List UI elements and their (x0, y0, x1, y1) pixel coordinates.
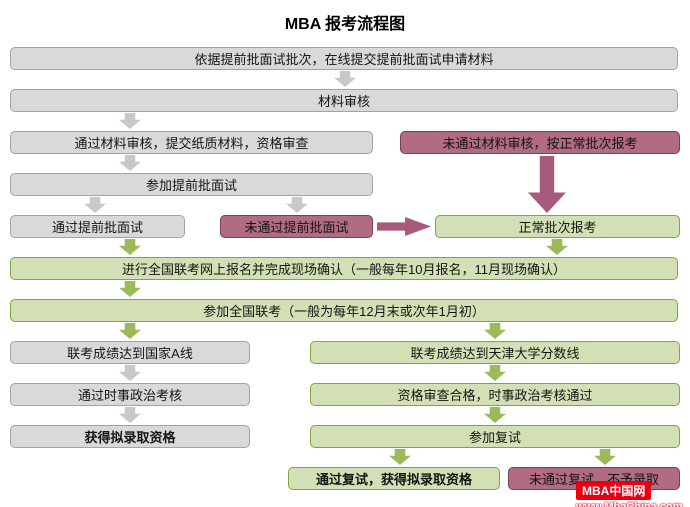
arrow-down-icon (119, 281, 141, 297)
node-fail-material-review: 未通过材料审核，按正常批次报考 (400, 131, 680, 154)
arrow-down-icon (484, 323, 506, 339)
node-normal-batch: 正常批次报考 (435, 215, 680, 238)
arrow-down-icon (119, 113, 141, 129)
arrow-down-icon (84, 197, 106, 213)
node-retest: 参加复试 (310, 425, 680, 448)
arrow-down-icon (334, 71, 356, 87)
node-pass-material-review: 通过材料审核，提交纸质材料，资格审查 (10, 131, 373, 154)
node-score-tianjin: 联考成绩达到天津大学分数线 (310, 341, 680, 364)
node-score-national-a: 联考成绩达到国家A线 (10, 341, 250, 364)
node-pass-retest: 通过复试，获得拟录取资格 (288, 467, 500, 490)
arrow-down-icon (119, 239, 141, 255)
node-qualification-politics-pass: 资格审查合格，时事政治考核通过 (310, 383, 680, 406)
node-material-review: 材料审核 (10, 89, 678, 112)
node-national-exam: 参加全国联考（一般为每年12月末或次年1月初） (10, 299, 678, 322)
node-online-registration: 进行全国联考网上报名并完成现场确认（一般每年10月报名，11月现场确认） (10, 257, 678, 280)
arrow-down-icon (484, 365, 506, 381)
arrow-down-icon (594, 449, 616, 465)
node-fail-early-interview: 未通过提前批面试 (220, 215, 373, 238)
arrow-down-icon (546, 239, 568, 255)
arrow-down-icon (119, 365, 141, 381)
page-title: MBA 报考流程图 (284, 16, 406, 33)
arrow-down-icon (119, 323, 141, 339)
arrow-big-down-icon (528, 156, 566, 213)
node-attend-early-interview: 参加提前批面试 (10, 173, 373, 196)
arrow-down-icon (119, 155, 141, 171)
node-admission-qualification: 获得拟录取资格 (10, 425, 250, 448)
node-submit-materials: 依据提前批面试批次，在线提交提前批面试申请材料 (10, 47, 678, 70)
arrow-down-icon (389, 449, 411, 465)
arrow-right-icon (377, 217, 431, 236)
node-pass-early-interview: 通过提前批面试 (10, 215, 185, 238)
arrow-down-icon (119, 407, 141, 423)
arrow-down-icon (286, 197, 308, 213)
node-politics-pass: 通过时事政治考核 (10, 383, 250, 406)
watermark: MBA中国网 www.MbaChina.com (576, 481, 683, 507)
watermark-url: www.MbaChina.com (576, 501, 683, 507)
watermark-logo: MBA中国网 (576, 481, 652, 500)
arrow-down-icon (484, 407, 506, 423)
